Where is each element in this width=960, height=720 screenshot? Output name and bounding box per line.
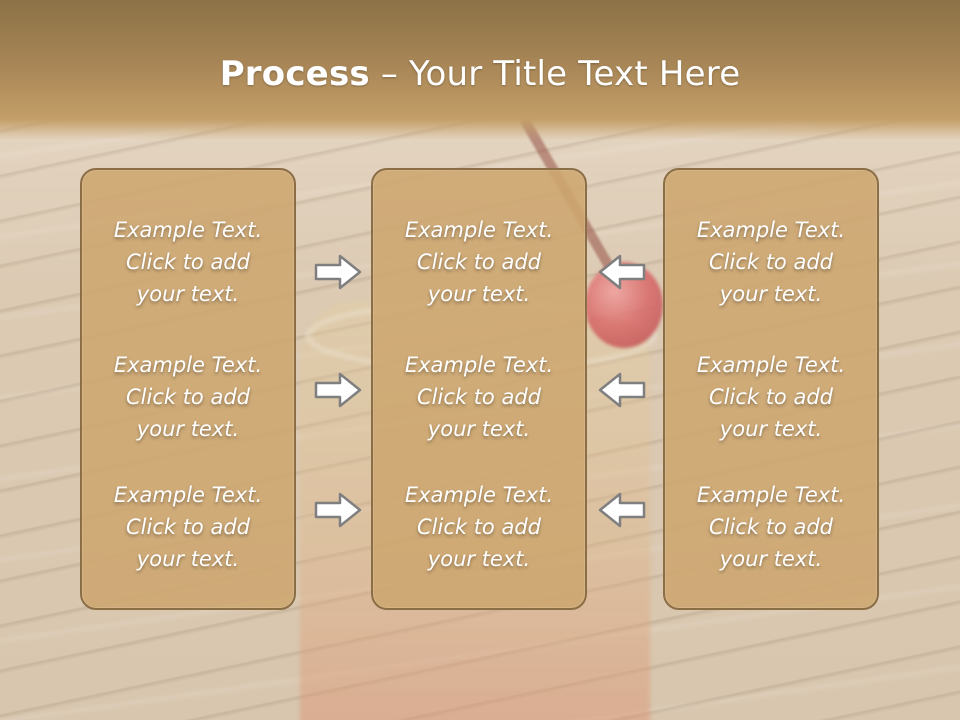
process-panel-left[interactable]: Example Text. Click to add your text. Ex… [80, 168, 296, 610]
panel-text[interactable]: Example Text. Click to add your text. [696, 483, 846, 571]
panel-text[interactable]: Example Text. Click to add your text. [404, 353, 554, 441]
left-arrow-icon [598, 254, 646, 290]
left-arrow-icon [598, 372, 646, 408]
panel-text[interactable]: Example Text. Click to add your text. [404, 218, 554, 306]
process-panel-right[interactable]: Example Text. Click to add your text. Ex… [663, 168, 879, 610]
process-panel-middle[interactable]: Example Text. Click to add your text. Ex… [371, 168, 587, 610]
panel-text[interactable]: Example Text. Click to add your text. [404, 483, 554, 571]
panel-text[interactable]: Example Text. Click to add your text. [696, 353, 846, 441]
panel-text[interactable]: Example Text. Click to add your text. [113, 483, 263, 571]
right-arrow-icon [314, 492, 362, 528]
title-bold: Process [219, 54, 370, 94]
left-arrow-icon [598, 492, 646, 528]
slide-title[interactable]: Process – Your Title Text Here [0, 54, 960, 94]
panel-text[interactable]: Example Text. Click to add your text. [113, 353, 263, 441]
panel-text[interactable]: Example Text. Click to add your text. [113, 218, 263, 306]
right-arrow-icon [314, 254, 362, 290]
right-arrow-icon [314, 372, 362, 408]
title-band [0, 0, 960, 140]
title-rest: – Your Title Text Here [369, 54, 741, 94]
panel-text[interactable]: Example Text. Click to add your text. [696, 218, 846, 306]
